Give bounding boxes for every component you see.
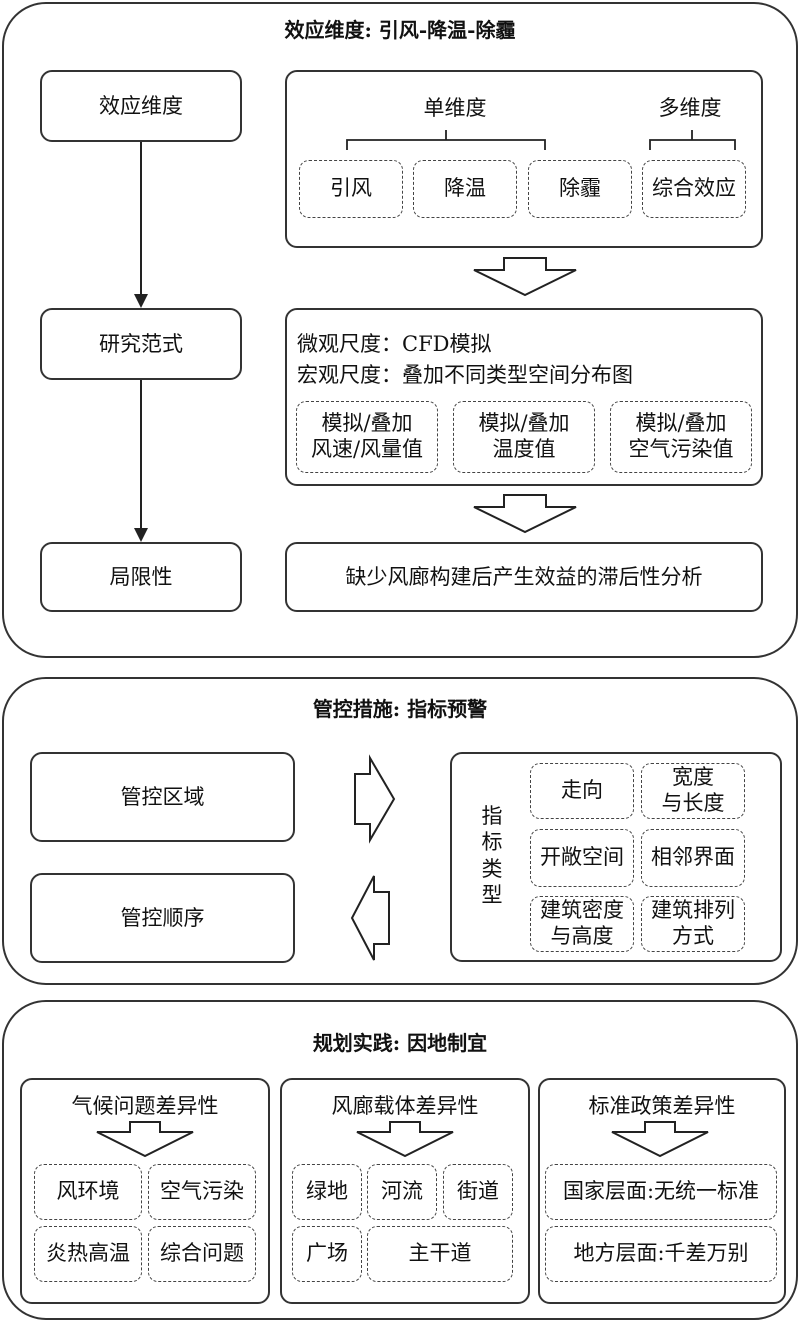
- index-item-width-length: 宽度 与长度: [641, 763, 745, 819]
- carrier-item-street: 街道: [443, 1164, 513, 1220]
- index-item-arrangement: 建筑排列 方式: [641, 896, 745, 952]
- planning-title: 规划实践: 因地制宜: [312, 1031, 488, 1055]
- index-type-label: 指 标 类 型: [481, 804, 503, 907]
- limitation-text-box: 缺少风廊构建后产生效益的滞后性分析: [285, 542, 763, 612]
- effect-dimension-box: 效应维度: [40, 70, 242, 142]
- control-title: 管控措施: 指标预警: [312, 697, 488, 721]
- hollow-arrow-right: [354, 754, 396, 844]
- dim-item-haze: 除霾: [528, 160, 632, 218]
- multi-dimension-brace: [649, 130, 736, 150]
- hollow-arrow-left: [350, 875, 390, 961]
- dim-item-wind: 引风: [299, 160, 403, 218]
- control-area-box: 管控区域: [30, 752, 295, 842]
- climate-item-air-pollution: 空气污染: [148, 1164, 256, 1220]
- arrowhead-down-1: [134, 294, 148, 308]
- research-paradigm-box: 研究范式: [40, 308, 242, 380]
- carrier-item-greenland: 绿地: [292, 1164, 362, 1220]
- effects-title: 效应维度: 引风-降温-除霾: [284, 18, 516, 42]
- policy-item-local: 地方层面:千差万别: [545, 1226, 777, 1282]
- index-item-open-space: 开敞空间: [530, 829, 634, 887]
- control-order-box: 管控顺序: [30, 873, 295, 963]
- micro-scale-text: 微观尺度：CFD模拟: [297, 332, 492, 356]
- carrier-item-square: 广场: [292, 1226, 362, 1282]
- climate-item-wind-environment: 风环境: [34, 1164, 142, 1220]
- macro-scale-text: 宏观尺度：叠加不同类型空间分布图: [297, 363, 633, 387]
- climate-title: 气候问题差异性: [71, 1094, 219, 1118]
- dimension-container: [285, 70, 763, 248]
- carrier-item-main-road: 主干道: [367, 1226, 513, 1282]
- climate-item-heat: 炎热高温: [34, 1226, 142, 1282]
- sim-item-pollution: 模拟/叠加 空气污染值: [610, 401, 752, 473]
- dim-item-combined: 综合效应: [642, 160, 746, 218]
- hollow-arrow-down-2: [473, 494, 577, 534]
- climate-item-combined: 综合问题: [148, 1226, 256, 1282]
- index-item-adjacent-interface: 相邻界面: [641, 829, 745, 887]
- policy-title: 标准政策差异性: [588, 1094, 736, 1118]
- single-dimension-label: 单维度: [423, 96, 487, 120]
- hollow-arrow-down-climate: [96, 1121, 194, 1158]
- sim-item-temperature: 模拟/叠加 温度值: [453, 401, 595, 473]
- index-item-direction: 走向: [530, 763, 634, 819]
- hollow-arrow-down-policy: [611, 1121, 709, 1158]
- carrier-item-river: 河流: [367, 1164, 437, 1220]
- policy-item-national: 国家层面:无统一标准: [545, 1164, 777, 1220]
- dim-item-cooling: 降温: [413, 160, 517, 218]
- index-item-density-height: 建筑密度 与高度: [530, 896, 634, 952]
- hollow-arrow-down-1: [473, 257, 577, 297]
- arrowhead-down-2: [134, 528, 148, 542]
- carrier-title: 风廊载体差异性: [331, 1094, 479, 1118]
- multi-dimension-label: 多维度: [658, 96, 722, 120]
- sim-item-wind: 模拟/叠加 风速/风量值: [296, 401, 438, 473]
- single-dimension-brace: [346, 130, 546, 150]
- hollow-arrow-down-carrier: [356, 1121, 454, 1158]
- limitation-box: 局限性: [40, 542, 242, 612]
